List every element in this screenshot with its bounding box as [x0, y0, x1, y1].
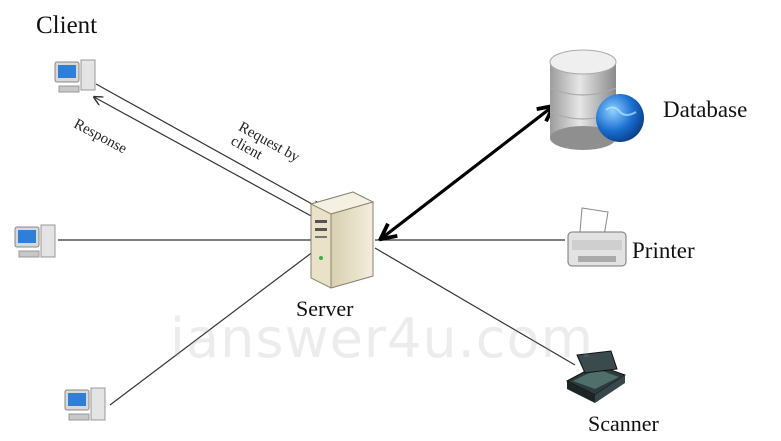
server-tower-icon	[309, 191, 375, 289]
watermark: ianswer4u.com	[170, 307, 595, 370]
connection-lines	[58, 83, 576, 406]
computer-icon-3	[64, 387, 106, 421]
line-server-client3	[109, 247, 319, 406]
server-label: Server	[296, 296, 354, 321]
client-computer-icon	[54, 59, 96, 93]
scanner-icon	[565, 350, 627, 403]
scanner-label: Scanner	[588, 411, 659, 436]
printer-icon	[567, 207, 627, 267]
computer-icon-2	[14, 224, 56, 258]
database-icon	[549, 49, 644, 150]
globe-icon	[596, 94, 644, 142]
client-label: Client	[36, 12, 98, 39]
request-arrow	[95, 83, 321, 209]
line-server-scanner	[374, 247, 576, 366]
response-arrow	[94, 97, 314, 218]
printer-label: Printer	[632, 238, 695, 263]
database-link-arrow	[382, 107, 552, 238]
database-label: Database	[663, 97, 748, 122]
